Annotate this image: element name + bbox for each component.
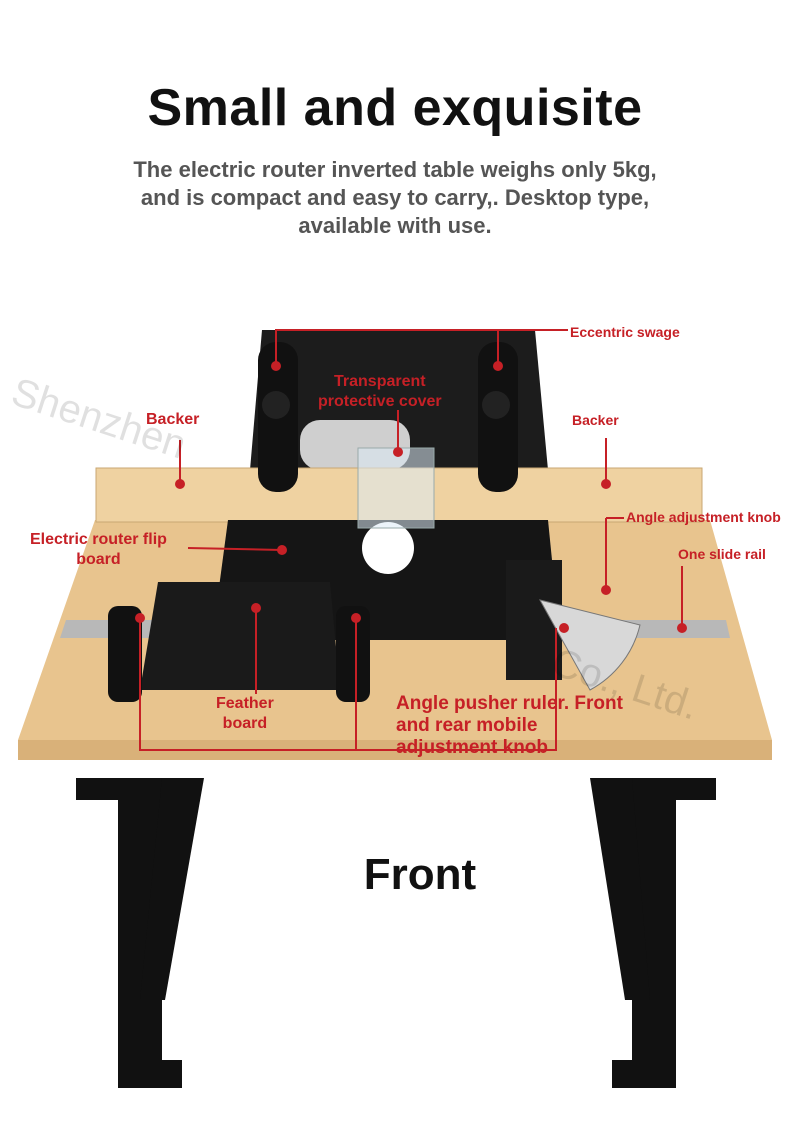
callout-angle-knob: Angle adjustment knob <box>626 509 781 525</box>
callout-line: Electric router flip <box>30 531 167 548</box>
knob-left <box>262 391 290 419</box>
callout-slide-rail: One slide rail <box>678 546 766 562</box>
plate-hole <box>362 522 414 574</box>
callout-dots <box>135 361 687 633</box>
callout-angle-pusher: Angle pusher ruler. Front and rear mobil… <box>396 693 623 759</box>
feather-board <box>140 582 340 690</box>
callout-line: and rear mobile <box>396 715 538 736</box>
callout-transparent-cover: Transparent protective cover <box>318 372 442 412</box>
description-line: available with use. <box>298 213 492 238</box>
callout-line: protective cover <box>318 393 442 410</box>
miter-protractor <box>539 599 641 691</box>
description-line: The electric router inverted table weigh… <box>133 157 657 182</box>
callout-backer-right: Backer <box>572 412 619 428</box>
transparent-cover <box>357 447 435 529</box>
callout-line: board <box>222 715 268 732</box>
callout-line: Transparent <box>334 373 426 390</box>
callout-line: Feather <box>216 695 274 712</box>
callout-flip-board: Electric router flip board <box>30 530 167 570</box>
view-label: Front <box>363 850 477 899</box>
feather-slot-right <box>336 606 370 702</box>
callout-lines <box>139 329 683 751</box>
page-title: Small and exquisite <box>147 79 643 137</box>
description: The electric router inverted table weigh… <box>80 156 710 240</box>
feather-slot-left <box>108 606 142 702</box>
knob-right <box>482 391 510 419</box>
description-line: and is compact and easy to carry,. Deskt… <box>140 185 650 210</box>
table-legs <box>76 778 716 1088</box>
callout-feather-board: Feather board <box>216 694 274 734</box>
callout-eccentric-swage: Eccentric swage <box>570 324 680 340</box>
callout-line: Angle pusher ruler. Front <box>396 693 623 714</box>
callout-line: adjustment knob <box>396 737 549 758</box>
callout-line: board <box>76 551 121 568</box>
callout-backer-left: Backer <box>146 411 200 428</box>
